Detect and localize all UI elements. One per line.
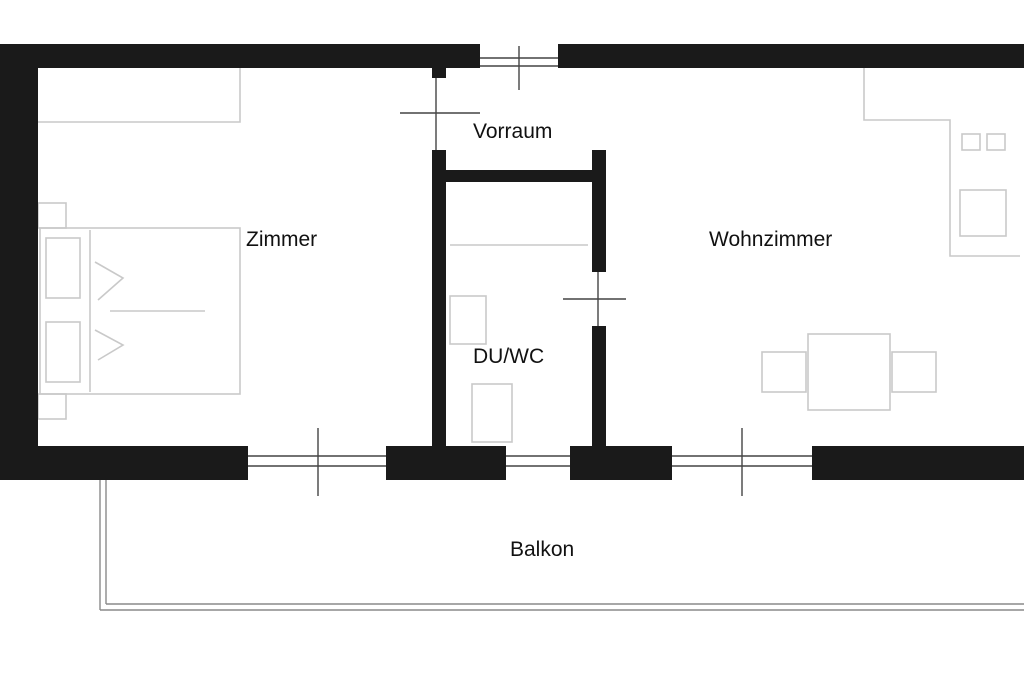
kitchen-counter bbox=[863, 68, 1020, 257]
furniture bbox=[37, 68, 1020, 443]
room-label-balkon: Balkon bbox=[510, 538, 574, 561]
room-label-zimmer: Zimmer bbox=[246, 228, 317, 251]
sink bbox=[986, 133, 1006, 151]
room-label-wohnzimmer: Wohnzimmer bbox=[709, 228, 832, 251]
double-bed bbox=[39, 227, 241, 395]
chair bbox=[891, 351, 937, 393]
openings bbox=[248, 46, 812, 496]
wardrobe bbox=[38, 68, 241, 123]
toilet bbox=[471, 383, 513, 443]
balcony-railing bbox=[99, 478, 1024, 611]
room-label-du-wc: DU/WC bbox=[473, 345, 544, 368]
night-stand bbox=[37, 393, 67, 420]
sink bbox=[961, 133, 981, 151]
room-label-vorraum: Vorraum bbox=[473, 120, 552, 143]
washbasin bbox=[449, 295, 487, 345]
stove bbox=[959, 189, 1007, 237]
night-stand bbox=[37, 202, 67, 229]
chair bbox=[761, 351, 807, 393]
dining-table bbox=[807, 333, 891, 411]
walls bbox=[0, 44, 1024, 480]
